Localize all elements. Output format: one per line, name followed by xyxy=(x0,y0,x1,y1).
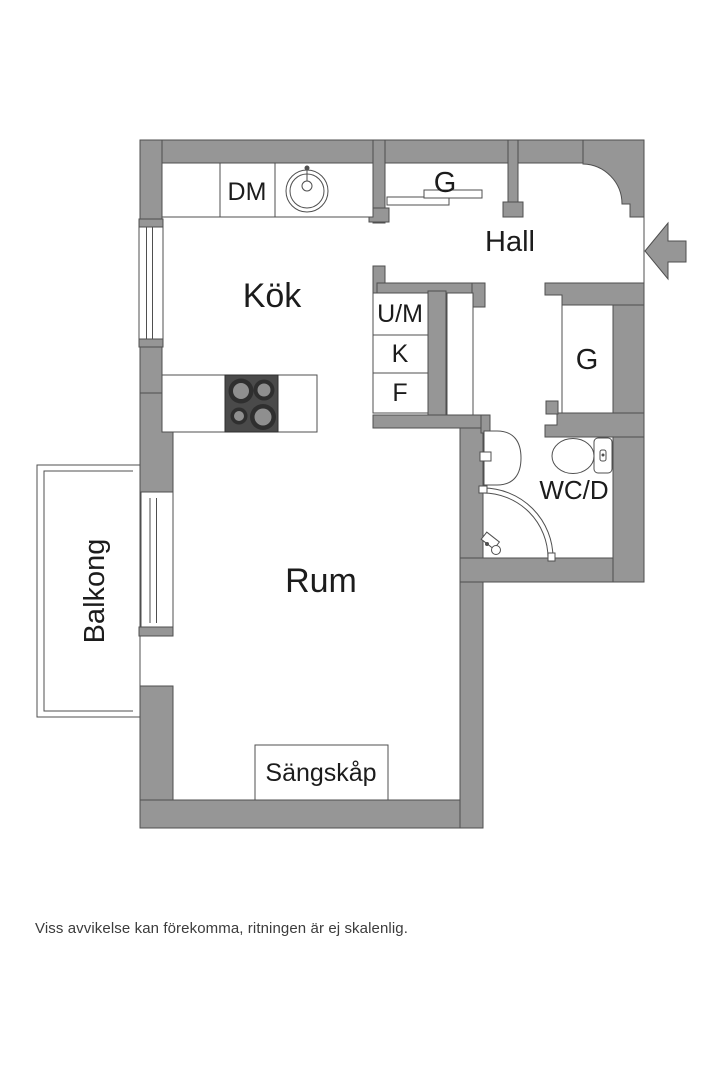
wall-left-lower xyxy=(139,685,174,801)
walls xyxy=(139,139,645,829)
kitchen-counter xyxy=(161,162,374,218)
room: Rum Sängskåp xyxy=(254,562,389,801)
sliding-door xyxy=(386,196,450,206)
kitchen-window xyxy=(138,218,164,348)
burner xyxy=(228,378,254,404)
wall-hall-bar-bottom-cap xyxy=(480,414,491,434)
burner xyxy=(230,407,248,425)
wall-left-mid xyxy=(139,346,163,394)
wall-wardrobe-niche-top xyxy=(544,282,645,306)
shower-head xyxy=(480,531,501,555)
burner xyxy=(253,379,275,401)
appliance-f-label: F xyxy=(392,379,407,407)
appliance-um-box xyxy=(372,292,429,336)
wall-wcd-door-jamb xyxy=(545,400,559,415)
wall-hall-bar-bottom xyxy=(372,414,491,429)
bathroom-label: WC/D xyxy=(539,475,608,505)
wall-top xyxy=(139,139,645,164)
appliance-k-label: K xyxy=(392,340,409,368)
stove xyxy=(224,374,279,433)
balcony-inner-rail xyxy=(43,470,133,712)
bed-cabinet: Sängskåp xyxy=(254,744,389,801)
hall: Hall G G xyxy=(386,167,614,416)
hall-wardrobe-label: G xyxy=(434,167,457,199)
wall-hall-bar-top-cap xyxy=(471,282,486,308)
dishwasher-label: DM xyxy=(228,178,267,206)
kitchen-label: Kök xyxy=(243,277,303,315)
balcony-label: Balkong xyxy=(79,539,111,644)
balcony: Balkong xyxy=(36,464,141,718)
entry-door-swing xyxy=(582,139,645,218)
shower-door-handle xyxy=(547,552,556,562)
bathroom: WC/D xyxy=(478,430,613,562)
hall-wardrobe: G xyxy=(386,167,483,206)
washbasin xyxy=(479,430,522,486)
appliance-f-box xyxy=(372,372,429,414)
balcony-outer-rail xyxy=(36,464,141,718)
sliding-door xyxy=(423,189,483,199)
balcony-door-sill xyxy=(138,626,174,637)
appliance-um-label: U/M xyxy=(377,300,423,328)
toilet xyxy=(551,437,613,474)
appliance-column: U/M K F xyxy=(372,292,429,414)
shower-door-handle xyxy=(478,485,488,494)
bed-cabinet-label: Sängskåp xyxy=(265,759,376,787)
wall-wardrobe: G xyxy=(561,304,614,414)
wall-wardrobe-niche-bottom xyxy=(544,412,645,438)
disclaimer-text: Viss avvikelse kan förekomma, ritningen … xyxy=(35,920,408,937)
washbasin-tap xyxy=(479,451,492,462)
entry-arrow-icon xyxy=(644,221,687,281)
wardrobe-box xyxy=(561,304,614,414)
hall-label: Hall xyxy=(485,226,535,258)
sink xyxy=(285,165,329,213)
burner xyxy=(250,404,276,430)
wall-appliance-right xyxy=(427,290,447,416)
kitchen: DM xyxy=(138,162,374,433)
wall-closet-right-stub-foot xyxy=(502,201,524,218)
room-label: Rum xyxy=(285,562,357,600)
door-leaf-passage xyxy=(446,292,474,416)
balcony-door xyxy=(138,491,174,637)
wall-wardrobe-label: G xyxy=(576,344,599,376)
wall-left-upper xyxy=(139,139,163,221)
wall-bottom xyxy=(139,799,483,829)
wall-closet-right-stub xyxy=(507,139,519,203)
shower xyxy=(478,485,556,562)
